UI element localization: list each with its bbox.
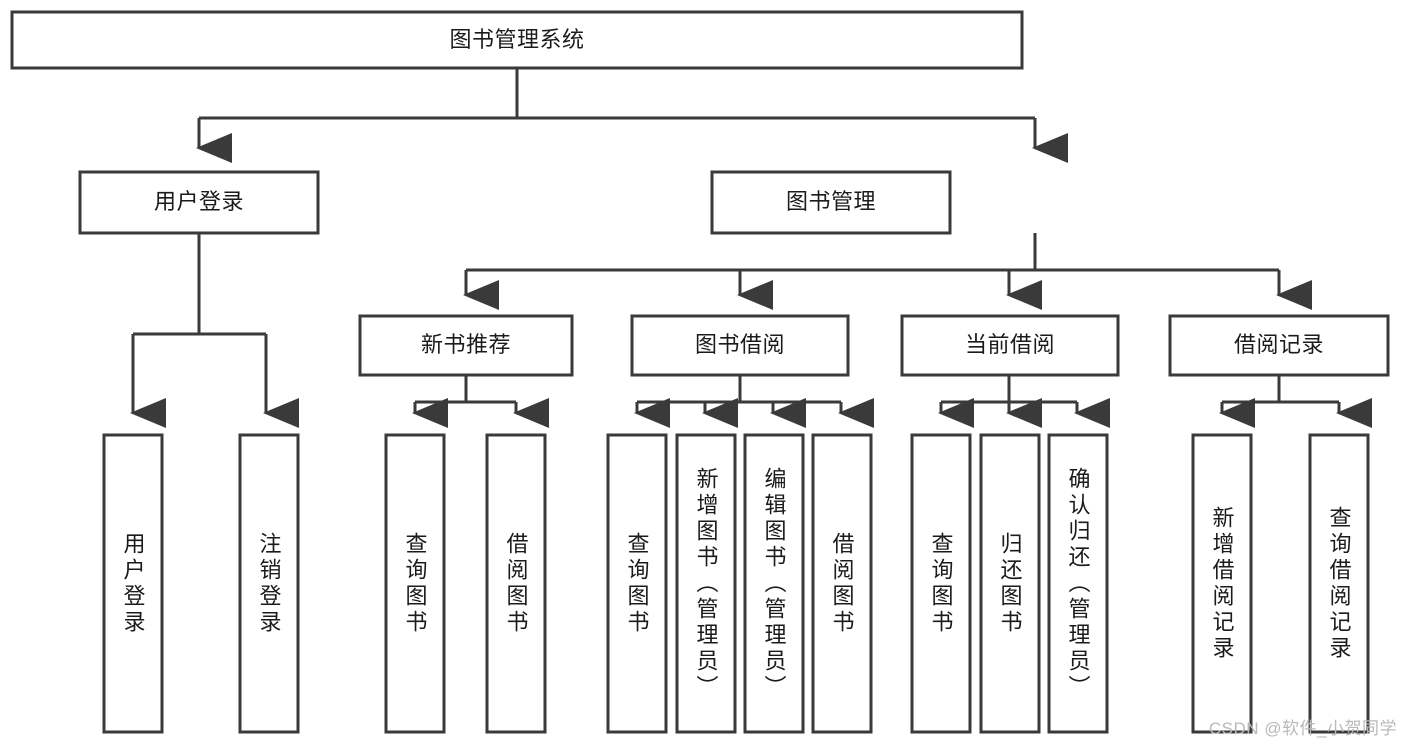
- leaf-box-book-borrow-0[interactable]: [606, 433, 668, 734]
- leaf-box-new-book-1[interactable]: [485, 433, 547, 734]
- node-book-manage[interactable]: [710, 170, 952, 235]
- connector-book-borrow-to-leaves: [634, 375, 874, 428]
- leaf-box-book-borrow-2[interactable]: [743, 433, 805, 734]
- connector-user-login-to-leaves: [130, 233, 299, 428]
- connector-root-to-level2: [196, 68, 1068, 163]
- node-root[interactable]: [10, 10, 1024, 70]
- connector-borrow-record-to-leaves: [1219, 375, 1372, 428]
- watermark-text: CSDN @软件_小贺同学: [1208, 719, 1397, 738]
- connector-current-borrow-to-leaves: [938, 375, 1110, 428]
- node-user-login[interactable]: [78, 170, 320, 235]
- leaf-box-current-borrow-2[interactable]: [1047, 433, 1109, 734]
- leaf-box-new-book-0[interactable]: [384, 433, 446, 734]
- node-current-borrow[interactable]: [900, 314, 1120, 377]
- leaf-box-user-login-1[interactable]: [238, 433, 300, 734]
- leaf-box-book-borrow-3[interactable]: [811, 433, 873, 734]
- leaf-box-borrow-record-0[interactable]: [1191, 433, 1253, 734]
- leaf-box-current-borrow-0[interactable]: [910, 433, 972, 734]
- leaf-box-book-borrow-1[interactable]: [675, 433, 737, 734]
- node-new-book-recommend[interactable]: [358, 314, 574, 377]
- connector-book-manage-to-level3: [463, 233, 1312, 310]
- node-borrow-record[interactable]: [1168, 314, 1390, 377]
- node-book-borrow[interactable]: [630, 314, 850, 377]
- leaf-box-borrow-record-1[interactable]: [1308, 433, 1370, 734]
- leaf-box-current-borrow-1[interactable]: [979, 433, 1041, 734]
- connector-new-book-to-leaves: [412, 375, 549, 428]
- leaf-box-user-login-0[interactable]: [102, 433, 164, 734]
